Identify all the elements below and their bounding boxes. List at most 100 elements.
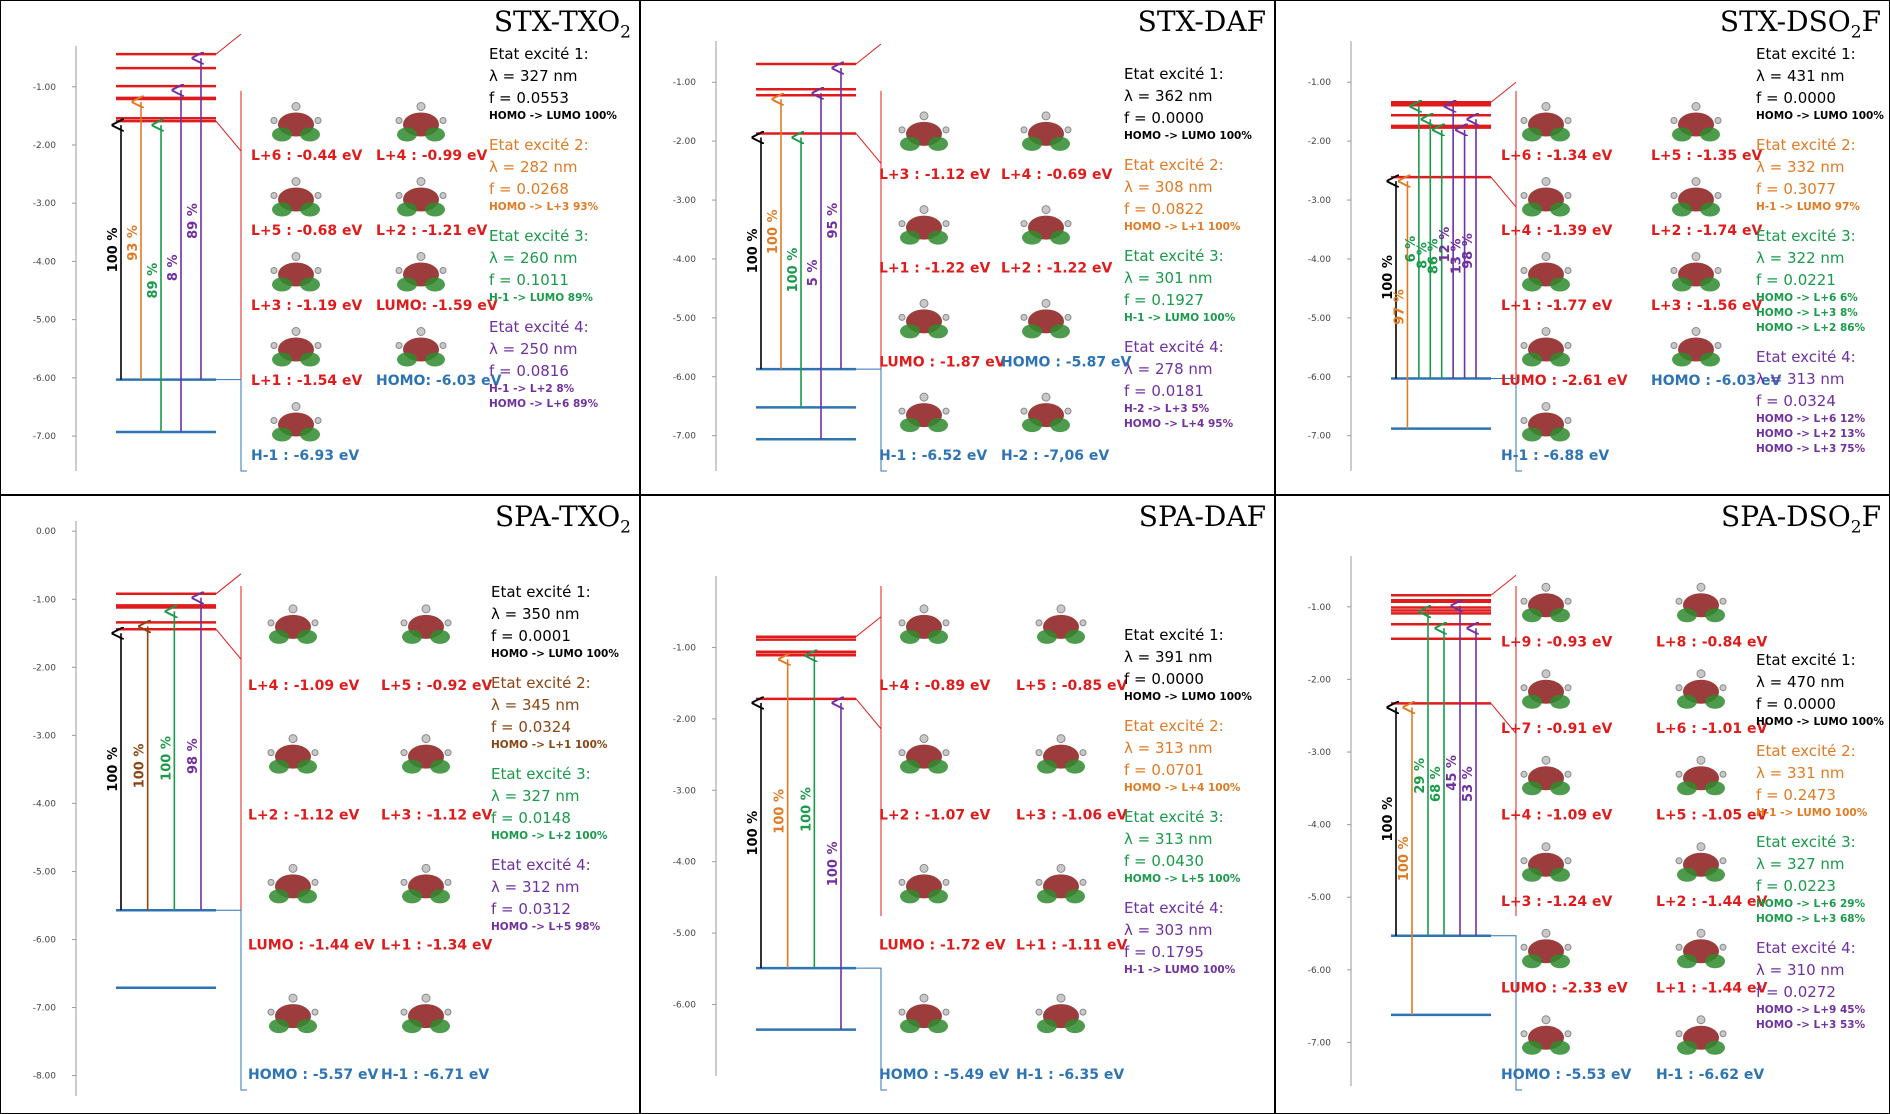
orbital-image [1670,177,1722,217]
connector-bracket [1490,81,1517,421]
panel-title-text: SPA-DAF [1138,500,1266,533]
arrow-percent-label: 100 % [1381,797,1396,842]
state-wavelength: λ = 470 nm [1756,673,1845,691]
state-wavelength: λ = 310 nm [1756,961,1845,979]
state-wavelength: λ = 260 nm [489,249,578,267]
state-oscillator-strength: f = 0.1011 [489,271,569,289]
state-name: Etat excité 4: [1756,348,1856,366]
orbital-image [1520,842,1572,882]
state-wavelength: λ = 331 nm [1756,764,1845,782]
connector-bracket [1491,378,1522,472]
state-oscillator-strength: f = 0.0000 [1756,89,1836,107]
orbital-energy-label: L+1 : -1.77 eV [1501,298,1612,314]
state-oscillator-strength: f = 0.0000 [1124,670,1204,688]
y-tick-label: -7.00 [33,1004,57,1014]
orbital-image [898,604,950,644]
arrow-percent-label: 100 % [133,744,148,789]
arrow-percent-label: 100 % [786,248,801,293]
orbital-image [270,252,322,292]
panel-title-text: SPA-DSO [1721,500,1851,533]
orbital-energy-label: L+2 : -1.12 eV [248,808,359,824]
y-tick-label: -6.00 [33,374,57,384]
panel-title-tail: F [1861,500,1881,533]
y-tick-label: -7.00 [33,432,57,442]
y-tick-label: -6.00 [673,373,697,383]
y-tick-label: -2.00 [33,663,57,673]
state-name: Etat excité 2: [1756,742,1856,760]
orbital-image [1675,755,1727,796]
panel-title: STX-TXO2 [494,5,631,43]
arrow-percent-label: 68 % [1429,766,1444,802]
panel-title-text: STX-TXO [493,5,621,38]
connector-bracket [855,586,882,916]
y-tick-label: -1.00 [33,83,57,93]
arrow-percent-label: 100 % [799,787,814,832]
state-oscillator-strength: f = 0.0822 [1124,200,1204,218]
orbital-image [1675,1015,1727,1055]
orbital-energy-label: H-1 : -6.35 eV [1016,1067,1124,1083]
orbital-image [400,863,452,904]
y-tick-label: -2.00 [1308,675,1332,685]
orbital-energy-label: L+1 : -1.34 eV [381,937,492,953]
state-wavelength: λ = 313 nm [1124,739,1213,757]
state-wavelength: λ = 327 nm [489,67,578,85]
panel-title-tail: F [1861,5,1881,38]
state-oscillator-strength: f = 0.0000 [1124,109,1204,127]
orbital-energy-label: LUMO : -2.33 eV [1501,981,1628,997]
state-transition: HOMO -> L+9 45% [1756,1004,1866,1016]
panel-title-text: STX-DSO [1719,5,1851,38]
state-oscillator-strength: f = 0.2473 [1756,786,1836,804]
orbital-image [1020,298,1072,339]
orbital-energy-label: L+4 : -0.69 eV [1001,167,1112,183]
orbital-image [1520,1015,1572,1055]
state-oscillator-strength: f = 0.0000 [1756,695,1836,713]
orbital-image [1035,604,1087,644]
y-tick-label: -3.00 [673,786,697,796]
connector-bracket [1490,574,1517,916]
orbital-energy-label: HOMO : -5.53 eV [1501,1067,1632,1083]
y-tick-label: -6.00 [1308,373,1332,383]
orbital-energy-label: H-1 : -6.71 eV [381,1067,489,1083]
orbital-energy-label: H-1 : -6.62 eV [1656,1067,1764,1083]
state-wavelength: λ = 313 nm [1756,370,1845,388]
state-wavelength: λ = 350 nm [491,605,580,623]
orbital-image [1520,402,1572,442]
y-tick-label: -3.00 [673,196,697,206]
state-wavelength: λ = 345 nm [491,696,580,714]
state-name: Etat excité 3: [489,227,589,245]
orbital-energy-label: L+1 : -1.44 eV [1656,981,1767,997]
arrow-percent-label: 95 % [826,203,841,239]
state-oscillator-strength: f = 0.0181 [1124,382,1204,400]
state-transition: H-1 -> LUMO 100% [1124,312,1236,324]
y-tick-label: -5.00 [1308,314,1332,324]
orbital-image [270,102,322,142]
orbital-energy-label: L+5 : -1.35 eV [1651,148,1762,164]
y-tick-label: -5.00 [33,867,57,877]
state-oscillator-strength: f = 0.0430 [1124,852,1204,870]
state-transition: HOMO -> LUMO 100% [489,110,617,122]
y-tick-label: -3.00 [1308,748,1332,758]
panel-stx-txo: STX-TXO2-1.00-2.00-3.00-4.00-5.00-6.00-7… [0,0,640,495]
state-name: Etat excité 1: [489,45,589,63]
state-transition: H-1 -> LUMO 97% [1756,201,1860,213]
y-tick-label: -2.00 [1308,137,1332,147]
orbital-image [898,205,950,245]
state-transition: HOMO -> L+6 29% [1756,898,1866,910]
orbital-image [1020,392,1072,433]
state-oscillator-strength: f = 0.0816 [489,362,569,380]
arrow-percent-label: 53 % [1461,766,1476,802]
orbital-image [898,863,950,904]
orbital-image [1520,102,1572,142]
state-wavelength: λ = 327 nm [1756,855,1845,873]
orbital-energy-label: LUMO : -2.61 eV [1501,373,1628,389]
y-tick-label: -5.00 [1308,893,1332,903]
